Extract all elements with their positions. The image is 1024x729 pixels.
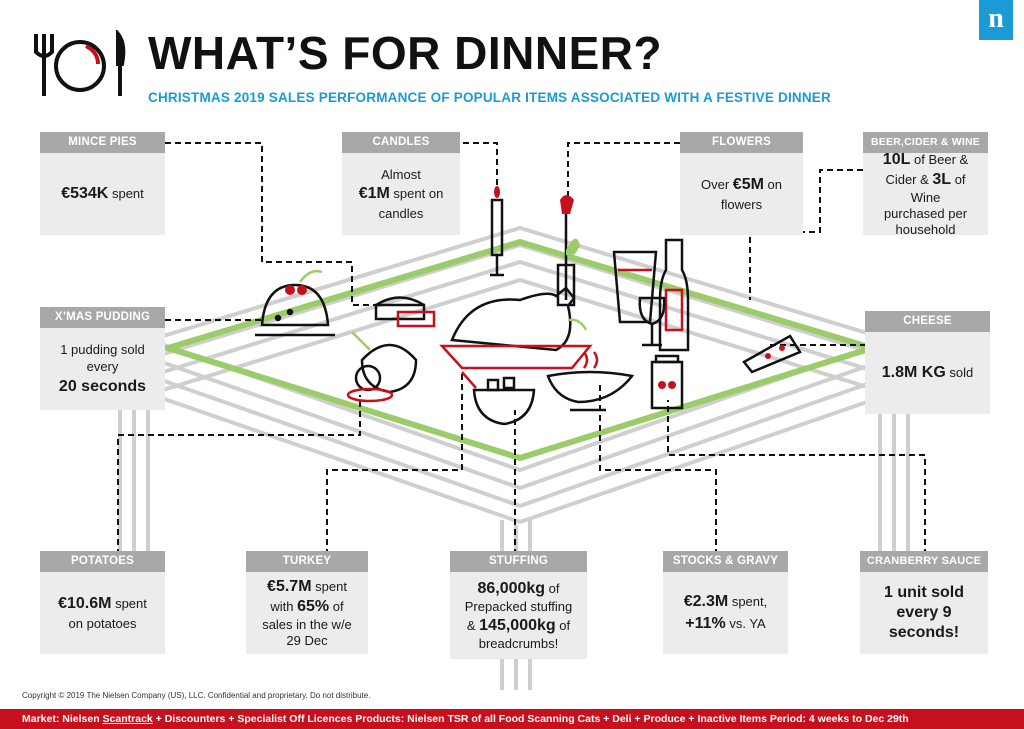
page-subtitle: CHRISTMAS 2019 SALES PERFORMANCE OF POPU… xyxy=(148,90,831,105)
card-cranberry-sauce: CRANBERRY SAUCE 1 unit sold every 9 seco… xyxy=(860,551,988,654)
potato-icon xyxy=(346,331,418,403)
card-body: €5.7M spent with 65% of sales in the w/e… xyxy=(262,577,352,648)
card-turkey: TURKEY €5.7M spent with 65% of sales in … xyxy=(246,551,368,654)
page-title: WHAT’S FOR DINNER? xyxy=(148,27,663,79)
card-flowers: FLOWERS Over €5M on flowers xyxy=(680,132,803,235)
nielsen-logo: n xyxy=(979,0,1013,40)
market-label: Market: xyxy=(22,713,60,725)
source-footer: Market: Nielsen Scantrack + Discounters … xyxy=(0,709,1024,729)
card-body: Over €5M on flowers xyxy=(701,176,782,213)
card-title: CHEESE xyxy=(865,311,990,332)
flower-icon xyxy=(556,195,580,307)
mince-pie-icon xyxy=(374,296,436,328)
pudding-icon xyxy=(255,269,335,337)
connector-lines xyxy=(117,142,926,555)
card-title: POTATOES xyxy=(40,551,165,572)
card-title: MINCE PIES xyxy=(40,132,165,153)
card-body: 10L of Beer & Cider & 3L of Wine purchas… xyxy=(882,150,969,238)
card-potatoes: POTATOES €10.6M spent on potatoes xyxy=(40,551,165,654)
card-beer-cider-wine: BEER,CIDER & WINE 10L of Beer & Cider & … xyxy=(863,132,988,238)
turkey-icon xyxy=(439,286,593,370)
card-body: 1 pudding sold every 20 seconds xyxy=(58,341,147,395)
card-cheese: CHEESE 1.8M KG sold xyxy=(865,311,990,414)
card-title: FLOWERS xyxy=(680,132,803,153)
candle-icon xyxy=(490,186,504,277)
card-xmas-pudding: X’MAS PUDDING 1 pudding sold every 20 se… xyxy=(40,307,165,410)
card-body: 86,000kg of Prepacked stuffing & 145,000… xyxy=(464,580,573,651)
stuffing-icon xyxy=(461,371,536,426)
card-title: CRANBERRY SAUCE xyxy=(860,551,988,572)
card-body: 1 unit sold every 9 seconds! xyxy=(884,584,964,641)
cranberry-jar-icon xyxy=(650,354,684,410)
drinks-icon xyxy=(612,238,690,352)
card-stuffing: STUFFING 86,000kg of Prepacked stuffing … xyxy=(450,551,587,659)
card-body: €534K spent xyxy=(61,185,144,203)
cutlery-plate-icon xyxy=(34,30,126,96)
card-mince-pies: MINCE PIES €534K spent xyxy=(40,132,165,235)
card-title: TURKEY xyxy=(246,551,368,572)
card-title: X’MAS PUDDING xyxy=(40,307,165,328)
card-title: CANDLES xyxy=(342,132,460,153)
cheese-icon xyxy=(742,334,802,374)
card-body: Almost €1M spent on candles xyxy=(358,166,444,221)
copyright-text: Copyright © 2019 The Nielsen Company (US… xyxy=(22,691,371,700)
card-title: STUFFING xyxy=(450,551,587,572)
card-candles: CANDLES Almost €1M spent on candles xyxy=(342,132,460,235)
gravy-boat-icon xyxy=(546,351,635,412)
card-stocks-gravy: STOCKS & GRAVY €2.3M spent, +11% vs. YA xyxy=(663,551,788,654)
card-body: €2.3M spent, +11% vs. YA xyxy=(683,593,768,632)
products-label: Products: xyxy=(355,713,405,725)
card-title: BEER,CIDER & WINE xyxy=(863,132,988,153)
period-label: Period: xyxy=(769,713,806,725)
card-body: 1.8M KG sold xyxy=(881,364,974,382)
card-title: STOCKS & GRAVY xyxy=(663,551,788,572)
card-body: €10.6M spent on potatoes xyxy=(58,595,147,632)
